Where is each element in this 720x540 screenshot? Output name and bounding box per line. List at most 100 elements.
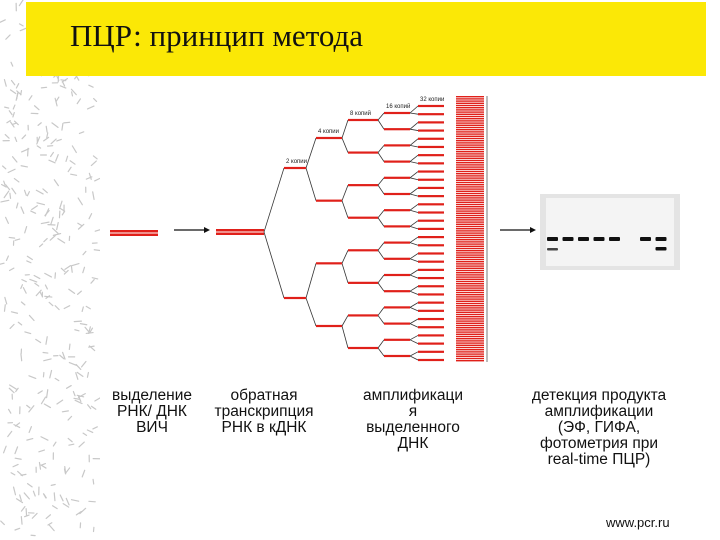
branch-line [341, 200, 349, 218]
pattern-mark [8, 387, 15, 394]
pattern-mark [21, 279, 27, 283]
dna-strand [418, 195, 444, 198]
pattern-mark [4, 133, 10, 139]
pattern-mark [23, 492, 30, 500]
pattern-mark [4, 296, 8, 305]
dna-strand [284, 296, 306, 300]
pattern-mark [19, 494, 22, 502]
pattern-mark [81, 306, 84, 313]
dna-product [456, 236, 484, 239]
dna-product [456, 300, 484, 302]
pattern-mark [65, 155, 69, 162]
dna-product [456, 113, 484, 115]
branch-line [377, 119, 385, 130]
cdna-strand [216, 232, 264, 235]
dna-product [456, 252, 484, 254]
gel-band [547, 248, 558, 251]
pattern-mark [79, 323, 88, 326]
dna-strand [418, 293, 444, 296]
dna-strand [316, 199, 342, 202]
pattern-mark [20, 301, 26, 306]
branch-line [377, 250, 385, 260]
dna-product [456, 100, 484, 102]
branch-line [377, 152, 385, 162]
dna-strand [316, 262, 342, 265]
pattern-mark [0, 199, 10, 203]
pattern-mark [14, 136, 18, 143]
branch-line [409, 171, 419, 179]
pattern-mark [33, 105, 40, 111]
dna-product [456, 291, 484, 294]
pattern-mark [36, 145, 42, 149]
pattern-mark [28, 314, 35, 322]
pattern-mark [88, 213, 93, 220]
dna-product [456, 294, 484, 296]
dna-product [456, 230, 484, 232]
pattern-mark [64, 265, 72, 270]
dna-strand [418, 219, 444, 222]
pattern-mark [9, 384, 17, 390]
pattern-mark [85, 331, 94, 335]
dna-strand [418, 268, 444, 271]
gel-band [547, 237, 558, 241]
pattern-mark [42, 351, 49, 354]
pattern-mark [56, 138, 62, 142]
pattern-mark [76, 371, 84, 378]
dna-product [456, 219, 484, 221]
pattern-mark [35, 189, 44, 195]
pattern-mark [63, 305, 71, 310]
pattern-mark [65, 497, 70, 506]
pattern-mark [26, 191, 31, 197]
dna-product [456, 311, 484, 313]
pattern-mark [40, 86, 48, 89]
dna-product [456, 247, 484, 250]
pattern-mark [24, 331, 32, 335]
dna-strand [418, 317, 444, 321]
pattern-mark [44, 284, 48, 290]
pattern-mark [93, 249, 100, 252]
dna-strand [418, 285, 444, 288]
pattern-mark [37, 390, 43, 395]
branch-line [377, 242, 385, 251]
pattern-mark [48, 159, 56, 164]
dna-product [456, 245, 484, 247]
pattern-mark [87, 404, 92, 410]
dna-product [456, 135, 484, 137]
pattern-mark [59, 200, 63, 210]
pattern-mark [68, 443, 75, 446]
pattern-mark [10, 61, 14, 67]
dna-product [456, 298, 484, 300]
pattern-mark [75, 510, 82, 516]
pattern-mark [94, 397, 100, 402]
pattern-mark [84, 326, 91, 334]
dna-strand [418, 178, 444, 181]
pattern-mark [62, 503, 70, 508]
dna-product [456, 256, 484, 258]
dna-product [456, 349, 484, 351]
branch-line [377, 217, 385, 227]
pattern-mark [59, 354, 65, 360]
pattern-mark [45, 389, 49, 399]
branch-line [409, 318, 419, 324]
pattern-mark [17, 470, 23, 477]
dna-strand [384, 144, 410, 147]
dna-product [456, 285, 484, 287]
dna-strand [348, 281, 378, 284]
dna-strand [418, 301, 444, 304]
branch-line [377, 145, 385, 153]
pattern-mark [48, 301, 54, 307]
pattern-mark [56, 399, 64, 405]
branch-line [409, 258, 419, 263]
pattern-mark [92, 426, 98, 430]
pattern-mark [68, 288, 76, 294]
dna-product [456, 272, 484, 274]
branch-line [409, 154, 419, 162]
caption-isolation: выделение РНК/ ДНК ВИЧ [111, 387, 193, 436]
pattern-mark [76, 98, 81, 105]
branch-line [409, 177, 419, 181]
pattern-mark [20, 206, 25, 214]
pattern-mark [38, 461, 42, 470]
pattern-mark [13, 177, 20, 183]
pattern-mark [16, 90, 22, 96]
pattern-mark [13, 120, 19, 126]
